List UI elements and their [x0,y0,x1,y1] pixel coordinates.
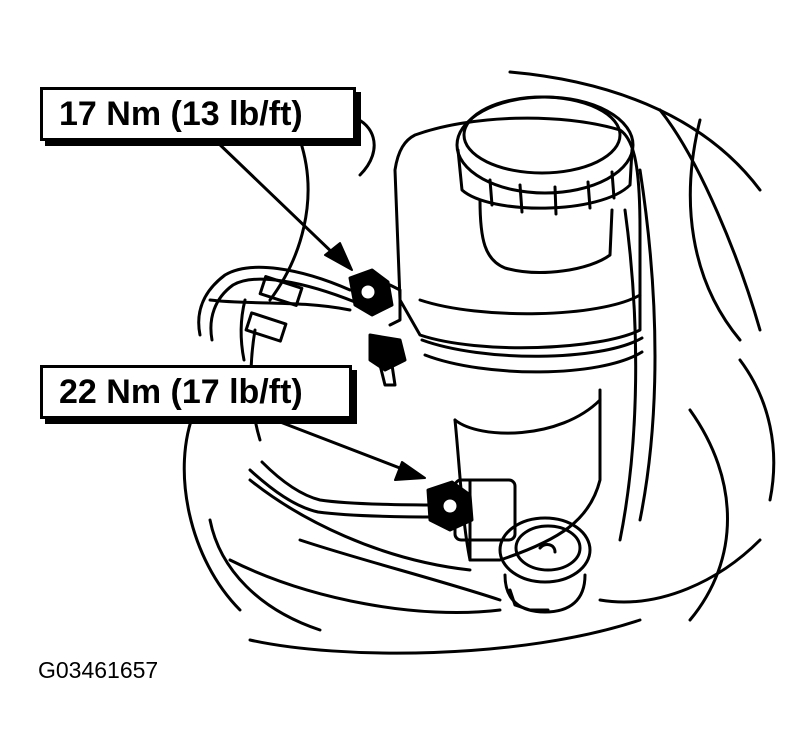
figure-id: G03461657 [38,657,159,683]
cylinder-end-fitting [498,516,592,614]
arrowhead-top [324,242,353,271]
leader-line-top [213,138,340,260]
master-cylinder-body [453,388,602,562]
upper-fitting-nut [348,268,407,387]
reservoir-cap [455,95,635,216]
torque-callout-top: 17 Nm (13 lb/ft) [40,87,356,141]
background-structure [182,70,776,655]
arrowhead-bottom [394,461,426,481]
torque-callout-bottom: 22 Nm (17 lb/ft) [40,365,352,419]
fluid-reservoir [393,116,644,374]
lower-fitting-nut [426,480,474,532]
leader-line-bottom [273,418,407,472]
